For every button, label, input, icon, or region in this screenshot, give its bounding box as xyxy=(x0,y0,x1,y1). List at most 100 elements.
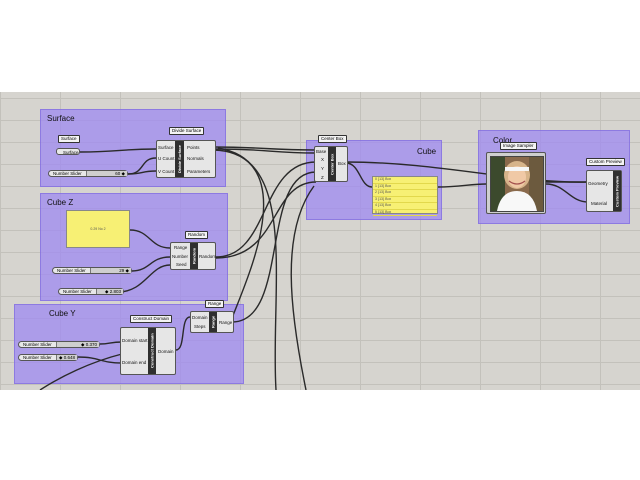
random-title: Random xyxy=(185,231,209,239)
custom-preview-title: Custom Preview xyxy=(586,158,625,166)
group-title-cube-z: Cube Z xyxy=(47,198,74,207)
wire-slider-to-domain-start xyxy=(99,341,123,345)
range-input-domain[interactable]: Domain xyxy=(192,315,208,320)
center-box-output-box[interactable]: Box xyxy=(338,161,346,166)
range-output-range[interactable]: Range xyxy=(219,320,233,325)
random-input-seed[interactable]: Seed xyxy=(176,262,187,267)
range-caption: Range xyxy=(209,312,217,332)
wire-points-long-down xyxy=(213,149,278,390)
divide-surface-caption: Divide Surface xyxy=(175,141,184,177)
center-box-title: Center Box xyxy=(318,135,347,143)
divide-input-ucount[interactable]: U Count xyxy=(158,156,175,161)
panel-row: 2 {13} Box xyxy=(373,190,437,197)
slider-track[interactable]: 60 ◆ xyxy=(85,170,127,176)
cube-z-panel[interactable]: 0.29 No 2 xyxy=(66,210,130,248)
surface-number-slider[interactable]: Number Slider 60 ◆ xyxy=(48,170,128,177)
wire-points-to-cube-y xyxy=(217,147,265,319)
wire-slider-to-seed xyxy=(117,264,171,293)
random-input-range[interactable]: Range xyxy=(174,245,188,250)
panel-row: 0 {13} Box xyxy=(373,177,437,184)
panel-row: 5 {13} Box xyxy=(373,210,437,216)
panel-row: 3 {13} Box xyxy=(373,197,437,203)
slider-label: Number Slider xyxy=(63,289,92,294)
slider-value: ◆ 0.648 xyxy=(59,354,75,360)
sampler-photo-image xyxy=(490,156,544,212)
group-title-cube: Cube xyxy=(417,147,437,156)
surface-param[interactable]: Surface xyxy=(56,148,80,155)
center-box-input-x[interactable]: X xyxy=(321,157,325,162)
group-title-surface: Surface xyxy=(47,114,75,123)
group-title-color: Color xyxy=(493,136,513,145)
wire-box-to-panel xyxy=(345,162,373,188)
construct-domain-title: Construct Domain xyxy=(130,315,173,323)
wire-range-to-y xyxy=(231,171,317,323)
center-box-caption: Center Box xyxy=(328,147,336,181)
divide-output-normals[interactable]: Normals xyxy=(187,156,204,161)
range-component[interactable]: Domain Steps Range Range xyxy=(190,311,234,333)
wire-surface-to-divide xyxy=(79,148,157,153)
slider-track[interactable]: ◆ 2.803 xyxy=(95,288,123,294)
cube-z-number-slider-2[interactable]: Number Slider ◆ 2.803 xyxy=(58,288,124,295)
wire-layer xyxy=(39,146,589,390)
slider-value: 60 ◆ xyxy=(115,170,125,176)
divide-surface-component[interactable]: Surface U Count V Count Divide Surface P… xyxy=(156,140,216,178)
wire-slider-to-vcount xyxy=(127,170,157,175)
surface-tag: Surface xyxy=(58,135,80,143)
image-sampler-component[interactable] xyxy=(486,152,546,214)
custom-preview-component[interactable]: Geometry Material Custom Preview xyxy=(586,170,622,212)
grasshopper-canvas[interactable]: Surface Cube Z Cube Y Cube Color xyxy=(0,92,640,390)
random-caption: Random xyxy=(190,243,198,269)
center-box-input-z[interactable]: Z xyxy=(321,175,324,180)
range-title: Range xyxy=(205,300,225,308)
custom-preview-input-geometry[interactable]: Geometry xyxy=(588,181,608,186)
wire-sampler-to-material xyxy=(545,183,589,203)
range-input-steps[interactable]: Steps xyxy=(194,324,206,329)
divide-output-points[interactable]: Points xyxy=(187,145,200,150)
wire-random-to-x xyxy=(215,161,317,258)
portrait-icon xyxy=(491,157,543,211)
slider-track[interactable]: 29 ◆ xyxy=(89,267,131,273)
divide-input-surface[interactable]: Surface xyxy=(158,145,174,150)
wire-points-to-base-2 xyxy=(213,148,317,154)
slider-label: Number Slider xyxy=(23,355,52,360)
construct-domain-input-end[interactable]: Domain end xyxy=(122,360,147,365)
image-sampler-title: Image Sampler xyxy=(500,142,537,150)
wire-panel-to-sampler xyxy=(437,183,487,188)
panel-row: 1 {13} Box xyxy=(373,184,437,190)
slider-label: Number Slider xyxy=(57,268,86,273)
center-box-component[interactable]: Base X Y Z Center Box Box xyxy=(314,146,348,182)
panel-row: 4 {13} Box xyxy=(373,203,437,210)
custom-preview-input-material[interactable]: Material xyxy=(591,201,608,206)
custom-preview-caption: Custom Preview xyxy=(613,171,621,211)
construct-domain-component[interactable]: Domain start Domain end Construct Domain… xyxy=(120,327,176,375)
slider-track[interactable]: ◆ 0.370 xyxy=(55,342,99,347)
construct-domain-input-start[interactable]: Domain start xyxy=(122,338,148,343)
cube-z-panel-text: 0.29 No 2 xyxy=(90,227,106,231)
slider-label: Number Slider xyxy=(53,171,82,176)
center-box-input-y[interactable]: Y xyxy=(321,166,325,171)
divide-input-vcount[interactable]: V Count xyxy=(158,169,175,174)
wire-domain-to-range xyxy=(175,316,191,351)
construct-domain-caption: Construct Domain xyxy=(148,328,156,374)
wire-slider-to-number xyxy=(131,256,171,272)
cube-y-number-slider-2[interactable]: Number Slider ◆ 0.648 xyxy=(18,354,78,361)
divide-surface-title: Divide Surface xyxy=(169,127,205,135)
slider-label: Number Slider xyxy=(23,342,52,347)
slider-track[interactable]: ◆ 0.648 xyxy=(55,354,77,360)
wire-panel-to-range xyxy=(129,229,171,249)
cube-y-number-slider-1[interactable]: Number Slider ◆ 0.370 xyxy=(18,341,100,348)
slider-value: 29 ◆ xyxy=(119,267,129,273)
wire-random-to-z xyxy=(215,181,317,259)
random-output-random[interactable]: Random xyxy=(199,254,217,259)
center-box-input-base[interactable]: Base xyxy=(316,149,327,154)
random-input-number[interactable]: Number xyxy=(172,254,189,259)
divide-output-parameters[interactable]: Parameters xyxy=(187,169,211,174)
slider-value: ◆ 2.803 xyxy=(105,288,121,294)
random-component[interactable]: Range Number Seed Random Random xyxy=(170,242,216,270)
wire-z-long-down xyxy=(290,185,315,390)
construct-domain-output-domain[interactable]: Domain xyxy=(158,349,174,354)
wire-points-to-base-1 xyxy=(213,146,317,151)
cube-z-number-slider-1[interactable]: Number Slider 29 ◆ xyxy=(52,267,132,274)
